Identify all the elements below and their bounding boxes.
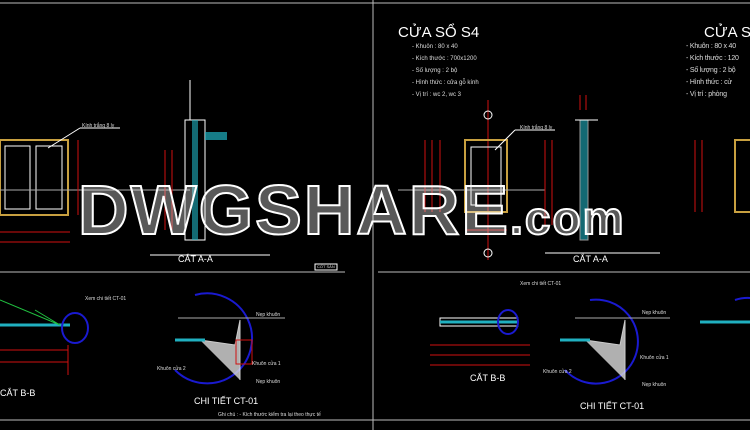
third-spec-size: - Kích thước : 120	[686, 55, 739, 62]
right-sheet-title: CỬA SỔ S4	[398, 24, 480, 41]
right-spec-size: - Kích thước : 700x1200	[412, 56, 477, 62]
left-detail-title: CHI TIẾT CT-01	[194, 396, 259, 406]
right-detail-label-4: Nẹp khuôn	[642, 382, 667, 388]
left-section-aa-title: CẮT A-A	[178, 254, 213, 264]
right-detail-label-3: Khuôn cửa 2	[543, 369, 572, 375]
third-spec-quantity: - Số lượng : 2 bộ	[686, 67, 736, 74]
left-section-aa	[150, 80, 338, 271]
right-window-elevation	[398, 100, 555, 260]
watermark-suffix: .com	[509, 191, 626, 245]
left-section-bb	[0, 299, 89, 375]
third-spec-type: - Hình thức : cử	[686, 79, 732, 86]
right-glass-label: Kính trắng 8 ly	[520, 125, 553, 131]
right-section-aa-title: CẮT A-A	[573, 254, 608, 264]
right-detail-title: CHI TIẾT CT-01	[580, 401, 645, 411]
watermark: DWGSHARE.com	[77, 170, 626, 250]
right-section-bb-title: CẮT B-B	[470, 373, 506, 383]
left-detail-ref: Xem chi tiết CT-01	[85, 296, 127, 302]
right-detail-label-1: Nẹp khuôn	[642, 310, 667, 316]
right-detail-label-2: Khuôn cửa 1	[640, 355, 669, 361]
left-section-bb-title: CẮT B-B	[0, 388, 36, 398]
left-detail-ct01	[174, 292, 285, 385]
right-spec-quantity: - Số lượng : 2 bộ	[412, 68, 458, 74]
watermark-text: DWGSHARE	[77, 170, 511, 250]
left-detail-label-2: Khuôn cửa 1	[252, 361, 281, 367]
right-section-aa	[544, 95, 660, 254]
left-detail-label-4: Nẹp khuôn	[256, 379, 281, 385]
third-sheet-partial	[694, 139, 750, 324]
right-detail-ct01	[560, 298, 670, 385]
right-section-bb	[430, 309, 530, 366]
third-spec-location: - Vị trí : phòng	[686, 91, 727, 98]
left-detail-label-1: Nẹp khuôn	[256, 312, 281, 318]
right-detail-ref: Xem chi tiết CT-01	[520, 281, 562, 287]
third-sheet-title: CỬA SỔ	[704, 24, 750, 41]
left-note: Ghi chú : - Kích thước kiểm tra lại theo…	[218, 412, 321, 418]
floor-level-label: CỐT SÀN	[317, 264, 335, 269]
right-spec-frame: - Khuôn : 80 x 40	[412, 44, 458, 50]
right-spec-type: - Hình thức : cửa gỗ kính	[412, 80, 479, 86]
right-spec-location: - Vị trí : wc 2, wc 3	[412, 92, 462, 98]
left-detail-label-3: Khuôn cửa 2	[157, 366, 186, 372]
left-window-elevation	[0, 127, 190, 243]
left-glass-label: Kính trắng 8 ly	[82, 123, 115, 129]
third-spec-frame: - Khuôn : 80 x 40	[686, 43, 736, 50]
